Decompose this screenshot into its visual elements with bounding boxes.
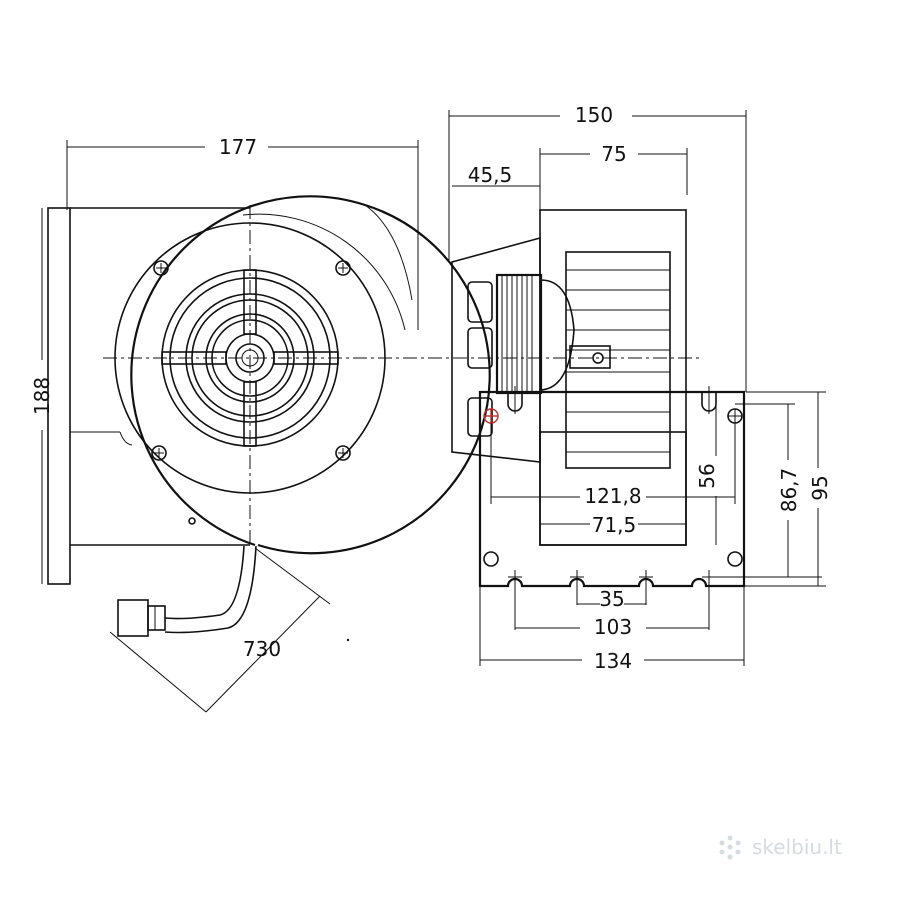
front-flange-plate <box>47 207 71 585</box>
dim-impeller-width: 75 <box>601 142 626 166</box>
watermark-text: skelbiu.lt <box>752 835 842 859</box>
front-view: 177 188 730 <box>30 135 700 713</box>
impeller <box>565 251 671 469</box>
dim-cable-length: 730 <box>243 637 281 661</box>
front-volute-housing <box>130 195 491 555</box>
side-mounting-flange <box>478 390 746 588</box>
screw-top-right <box>335 260 351 276</box>
dim-width-front: 177 <box>219 135 257 159</box>
power-cable <box>164 545 245 620</box>
dim-flange-height: 95 <box>808 475 832 500</box>
dim-slot-span: 103 <box>594 615 632 639</box>
dim-height-front: 188 <box>30 377 54 415</box>
dim-inner-span: 71,5 <box>592 513 637 537</box>
dim-motor-offset: 45,5 <box>468 163 513 187</box>
dim-slot-pitch: 35 <box>599 587 624 611</box>
dim-hole-height-small: 56 <box>695 463 719 488</box>
cable-connector <box>117 599 149 637</box>
impeller-hub <box>569 345 611 369</box>
winding-lines <box>501 275 533 393</box>
flange-inner-cutout <box>539 431 687 546</box>
motor-winding <box>495 273 543 395</box>
impeller-blades <box>566 269 670 453</box>
dim-hole-height-mid: 86,7 <box>777 468 801 513</box>
dim-hole-span-wide: 121,8 <box>584 484 641 508</box>
watermark: skelbiu.lt <box>719 835 842 860</box>
screw-bottom-right <box>335 445 351 461</box>
screw-bottom-left <box>151 445 167 461</box>
dim-flange-width: 134 <box>594 649 632 673</box>
side-view: 150 75 45,5 121,8 71,5 56 86,7 <box>448 103 832 673</box>
watermark-logo-icon <box>719 835 741 860</box>
dim-width-side: 150 <box>575 103 613 127</box>
screw-top-left <box>153 260 169 276</box>
